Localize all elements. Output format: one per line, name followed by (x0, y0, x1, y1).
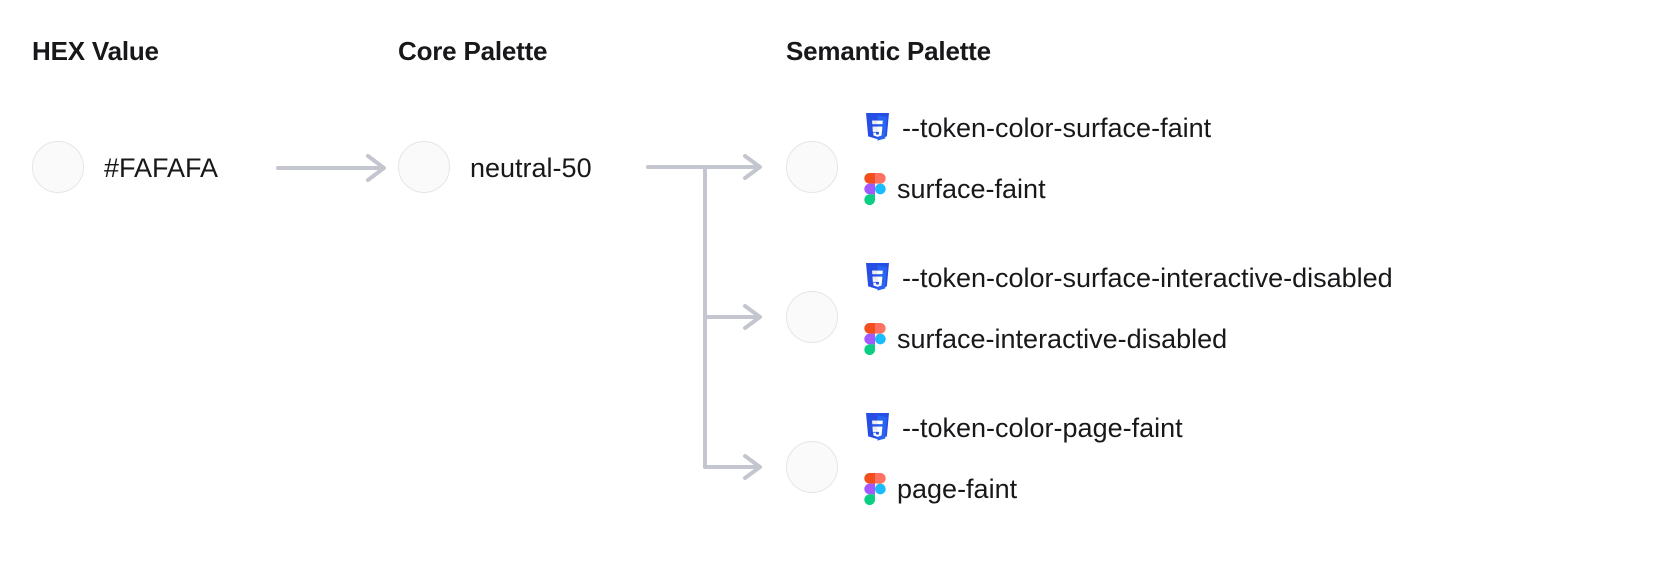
css-token-name: --token-color-page-faint (902, 412, 1183, 443)
hex-value-label: #FAFAFA (104, 153, 219, 183)
figma-token-line: surface-faint (864, 173, 1046, 205)
figma-icon (864, 323, 886, 355)
figma-token-line: page-faint (864, 473, 1017, 505)
arrow-hex-to-core-icon (276, 154, 386, 182)
column-heading-semantic-palette: Semantic Palette (786, 36, 991, 66)
css3-icon (866, 263, 889, 291)
figma-icon (864, 173, 886, 205)
semantic-token-swatch (786, 291, 838, 343)
column-heading-hex-value: HEX Value (32, 36, 159, 66)
figma-token-name: surface-interactive-disabled (897, 323, 1228, 354)
semantic-token-swatch (786, 441, 838, 493)
core-palette-label: neutral-50 (470, 153, 592, 183)
css3-icon (866, 113, 889, 141)
branching-connector-core-to-semantic-icon (646, 154, 762, 480)
hex-value-swatch (32, 141, 84, 193)
figma-token-name: page-faint (897, 473, 1018, 504)
css-token-line: --token-color-surface-interactive-disabl… (864, 263, 1393, 293)
core-palette-swatch (398, 141, 450, 193)
figma-token-name: surface-faint (897, 173, 1046, 204)
css-token-line: --token-color-surface-faint (864, 113, 1211, 143)
css-token-name: --token-color-surface-interactive-disabl… (902, 262, 1393, 293)
semantic-token-swatch (786, 141, 838, 193)
column-heading-core-palette: Core Palette (398, 36, 548, 66)
css-token-line: --token-color-page-faint (864, 413, 1183, 443)
figma-token-line: surface-interactive-disabled (864, 323, 1227, 355)
css-token-name: --token-color-surface-faint (902, 112, 1212, 143)
css3-icon (866, 413, 889, 441)
figma-icon (864, 473, 886, 505)
